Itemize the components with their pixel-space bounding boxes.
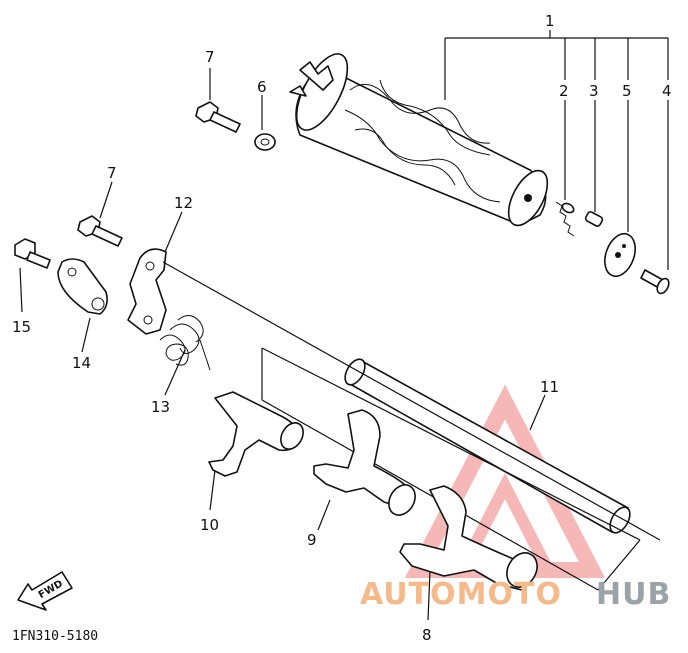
washer xyxy=(254,133,276,151)
callout-1: 1 xyxy=(545,12,555,30)
diagram-code: 1FN310-5180 xyxy=(12,629,98,644)
callout-7-lower: 7 xyxy=(107,164,117,182)
torsion-spring xyxy=(159,315,211,371)
callout-11: 11 xyxy=(540,378,559,396)
shift-fork-8 xyxy=(399,485,538,591)
shift-drum xyxy=(289,53,549,227)
leader-lines xyxy=(19,30,669,621)
plate-screw xyxy=(640,269,670,295)
watermark-text-automoto: AUTOMOTO xyxy=(360,577,562,612)
callout-12: 12 xyxy=(174,194,193,212)
callout-14: 14 xyxy=(72,354,91,372)
bolt-upper xyxy=(195,101,241,133)
watermark-text-hub: HUB xyxy=(596,577,671,612)
callout-labels: 1 2 3 5 4 7 6 7 12 15 14 13 11 10 9 8 xyxy=(12,12,672,644)
callout-2: 2 xyxy=(559,82,569,100)
segment-plate xyxy=(604,232,636,278)
watermark-logo: AUTOMOTO HUB xyxy=(360,577,671,612)
callout-13: 13 xyxy=(151,398,170,416)
callout-3: 3 xyxy=(589,82,599,100)
shift-lever xyxy=(127,248,167,335)
stopper-plate xyxy=(57,258,108,315)
shift-fork-shaft xyxy=(344,358,631,534)
callout-6: 6 xyxy=(257,78,267,96)
callout-15: 15 xyxy=(12,318,31,336)
bolt-lower xyxy=(77,215,123,247)
callout-8: 8 xyxy=(422,626,432,644)
callout-9: 9 xyxy=(307,531,317,549)
callout-10: 10 xyxy=(200,516,219,534)
callout-7-upper: 7 xyxy=(205,48,215,66)
bolt-15 xyxy=(14,238,51,269)
drum-pin xyxy=(584,211,604,227)
callout-5: 5 xyxy=(622,82,632,100)
shift-fork-9 xyxy=(313,409,416,516)
fwd-arrow: FWD xyxy=(17,571,73,611)
shift-fork-10 xyxy=(208,391,304,477)
drum-spring xyxy=(555,201,575,237)
callout-4: 4 xyxy=(662,82,672,100)
